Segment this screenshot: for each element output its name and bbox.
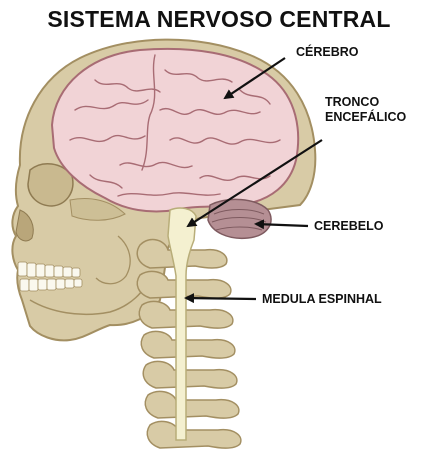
label-tronco-line2: ENCEFÁLICO <box>325 110 406 125</box>
label-cerebelo: CEREBELO <box>314 219 383 234</box>
label-medula-espinhal: MEDULA ESPINHAL <box>262 292 382 307</box>
arrow-medula <box>186 298 256 299</box>
label-tronco-line1: TRONCO <box>325 95 406 110</box>
label-tronco-encefalico: TRONCO ENCEFÁLICO <box>325 95 406 125</box>
label-cerebro: CÉREBRO <box>296 45 359 60</box>
cerebellum <box>208 199 271 238</box>
cervical-vertebrae <box>137 240 241 448</box>
